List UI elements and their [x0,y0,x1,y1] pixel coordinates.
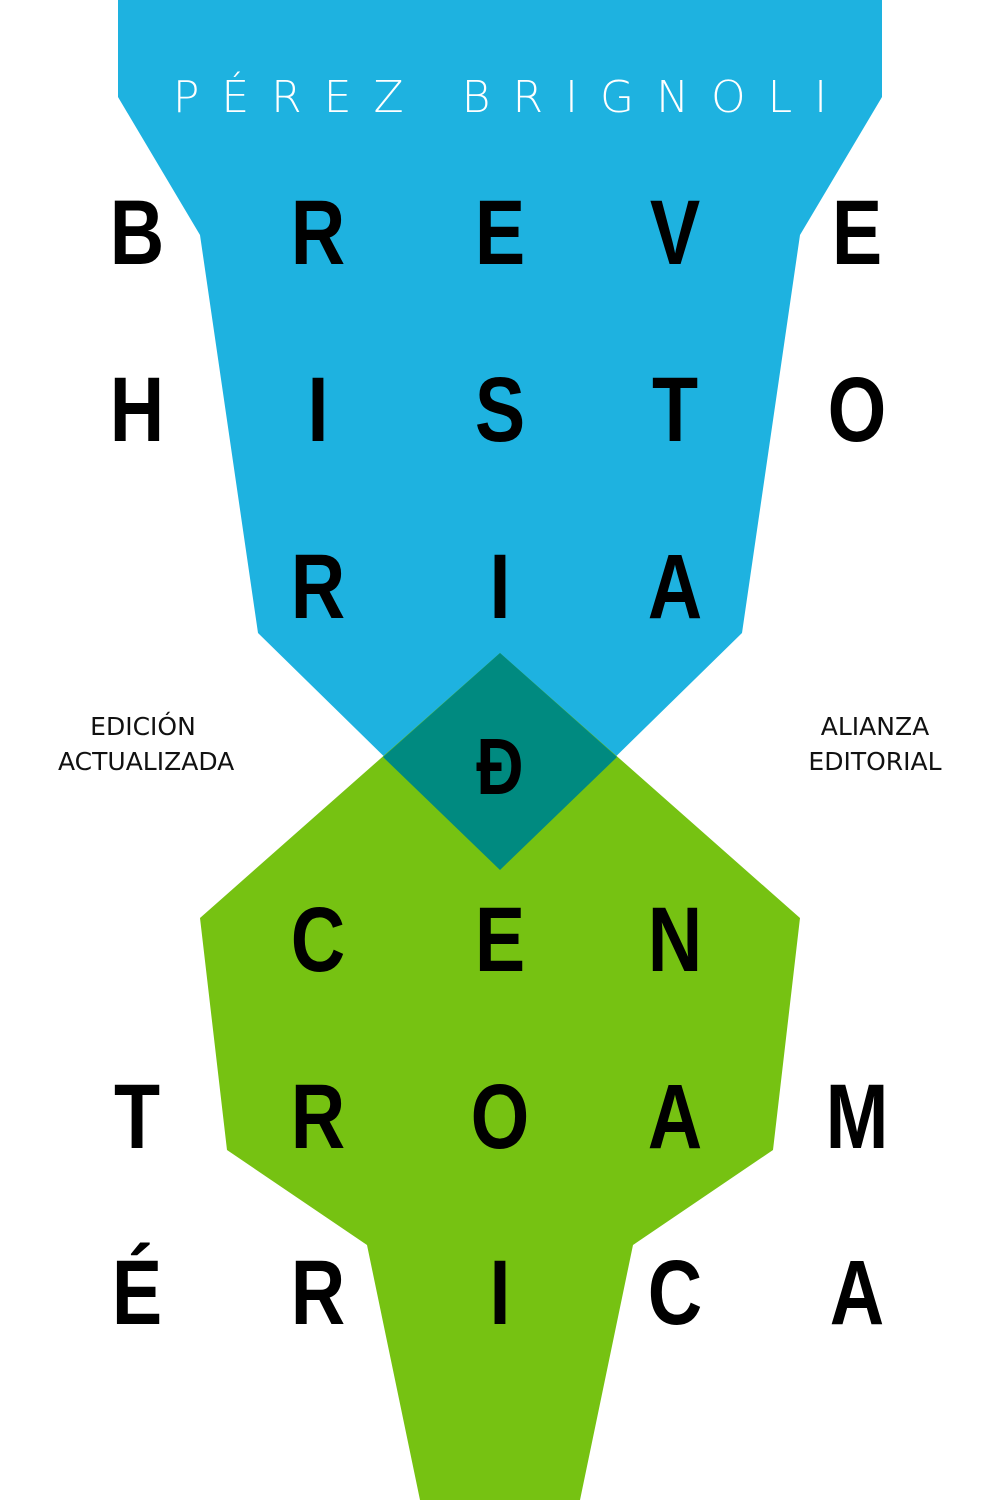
overlap-diamond [383,653,617,870]
edition-label: EDICIÓN ACTUALIZADA [58,709,235,779]
title-letter: A [647,1066,703,1168]
title-letter: R [290,182,346,284]
title-letter: A [647,536,703,638]
title-letter: V [649,182,701,284]
publisher-line-2: EDITORIAL [808,747,942,776]
green-funnel-shape [200,653,800,1500]
title-letter: E [474,182,526,284]
title-letter: O [827,359,887,461]
title-letter: H [109,359,165,461]
title-letter: E [474,889,526,991]
title-letter: A [829,1242,885,1344]
title-letter: T [113,1066,161,1168]
title-letter: R [290,1066,346,1168]
title-letter: I [307,359,329,461]
title-letter: I [489,1242,511,1344]
title-letter: S [474,359,526,461]
title-letter: C [647,1242,703,1344]
blue-funnel-shape [118,0,882,870]
publisher-line-1: ALIANZA [820,712,930,741]
title-letter: T [651,359,699,461]
title-letter: Đ [476,722,524,811]
title-letter: I [489,536,511,638]
title-letter: E [831,182,883,284]
title-letter: O [470,1066,530,1168]
title-letter: N [647,889,703,991]
edition-line-2: ACTUALIZADA [58,747,235,776]
title-letter: C [290,889,346,991]
title-letter: B [109,182,165,284]
edition-line-1: EDICIÓN [90,712,196,741]
publisher-label: ALIANZA EDITORIAL [806,709,944,779]
title-letter: M [825,1066,889,1168]
title-letter: R [290,536,346,638]
title-letter: R [290,1242,346,1344]
author-name: PÉREZ BRIGNOLI [172,72,850,123]
title-letter: É [111,1242,163,1344]
